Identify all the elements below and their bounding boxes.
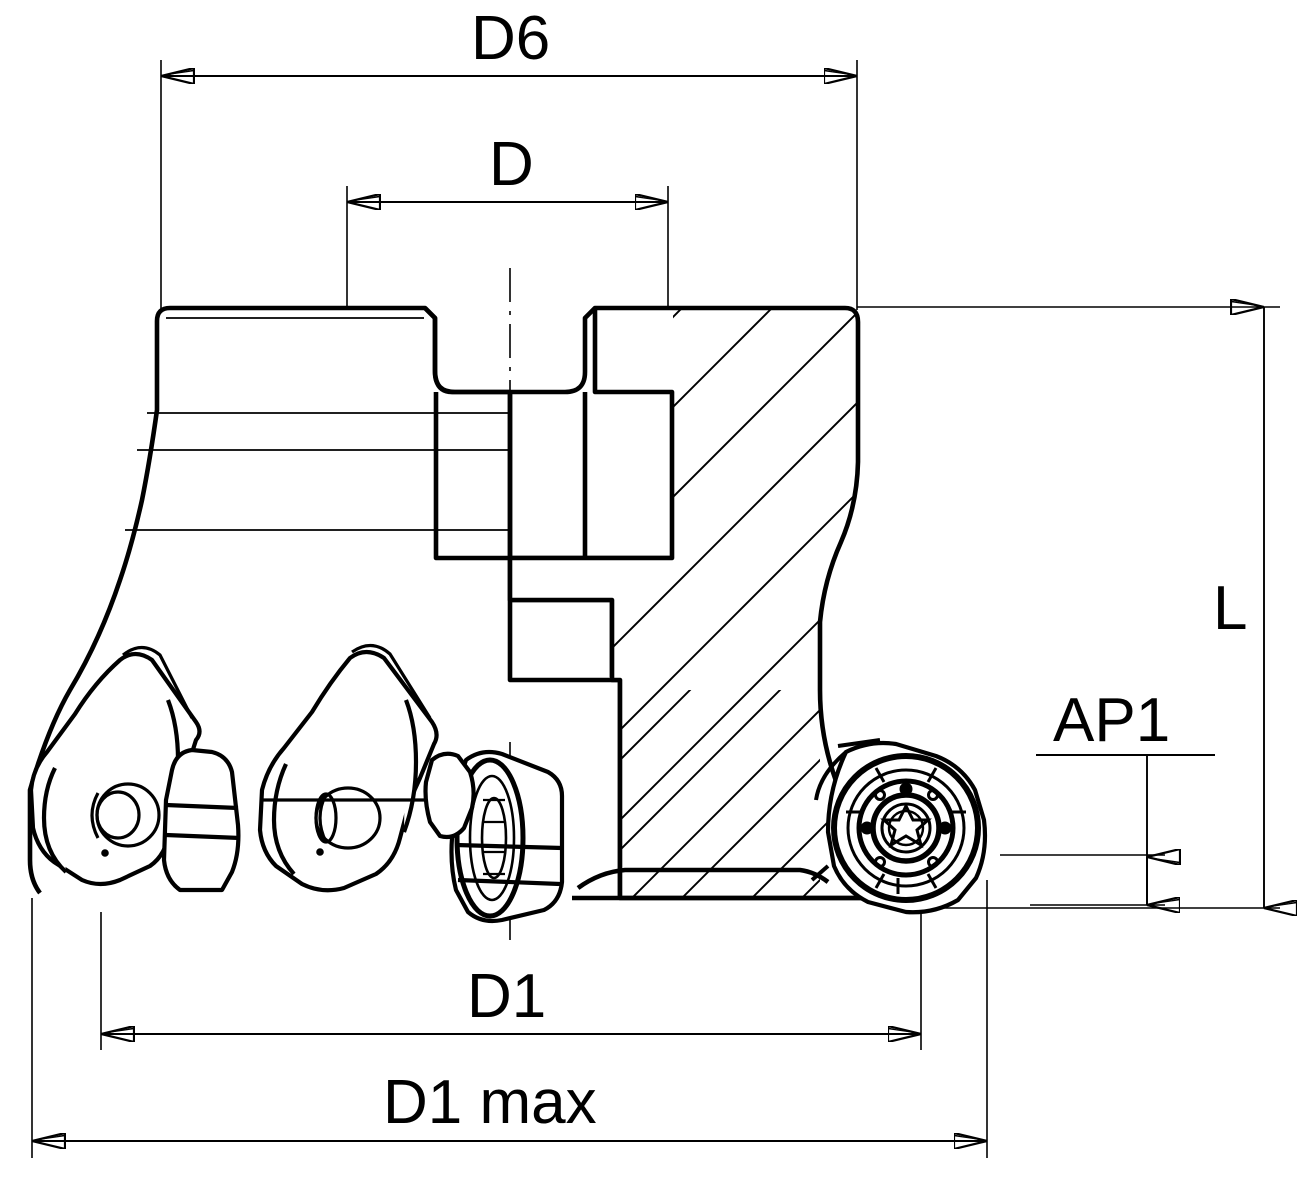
- torx-screw-right: [831, 753, 981, 903]
- insert-center-nose: [423, 751, 476, 840]
- dimension-label-ap1: AP1: [1053, 686, 1171, 755]
- dimension-label-d1: D1: [467, 962, 547, 1031]
- insert-middle: [257, 649, 439, 893]
- bore-counterbore: [423, 306, 597, 558]
- insert-middle-detail: [262, 643, 440, 856]
- insert-right-edges: [810, 738, 881, 882]
- torx-screw-center: [454, 757, 526, 919]
- dimension-label-d6: D6: [471, 4, 551, 73]
- section-hatching-lower: [620, 690, 820, 900]
- dimension-label-d: D: [489, 130, 534, 199]
- body-ring-lines-left: [125, 412, 510, 531]
- dimension-label-d1max: D1 max: [383, 1068, 597, 1137]
- insert-left-detail: [90, 645, 194, 857]
- dimension-lines: [32, 76, 1264, 1141]
- insert-left-clamp: [161, 747, 241, 893]
- dimension-label-l: L: [1213, 574, 1248, 643]
- body-bottom-face: [572, 867, 910, 901]
